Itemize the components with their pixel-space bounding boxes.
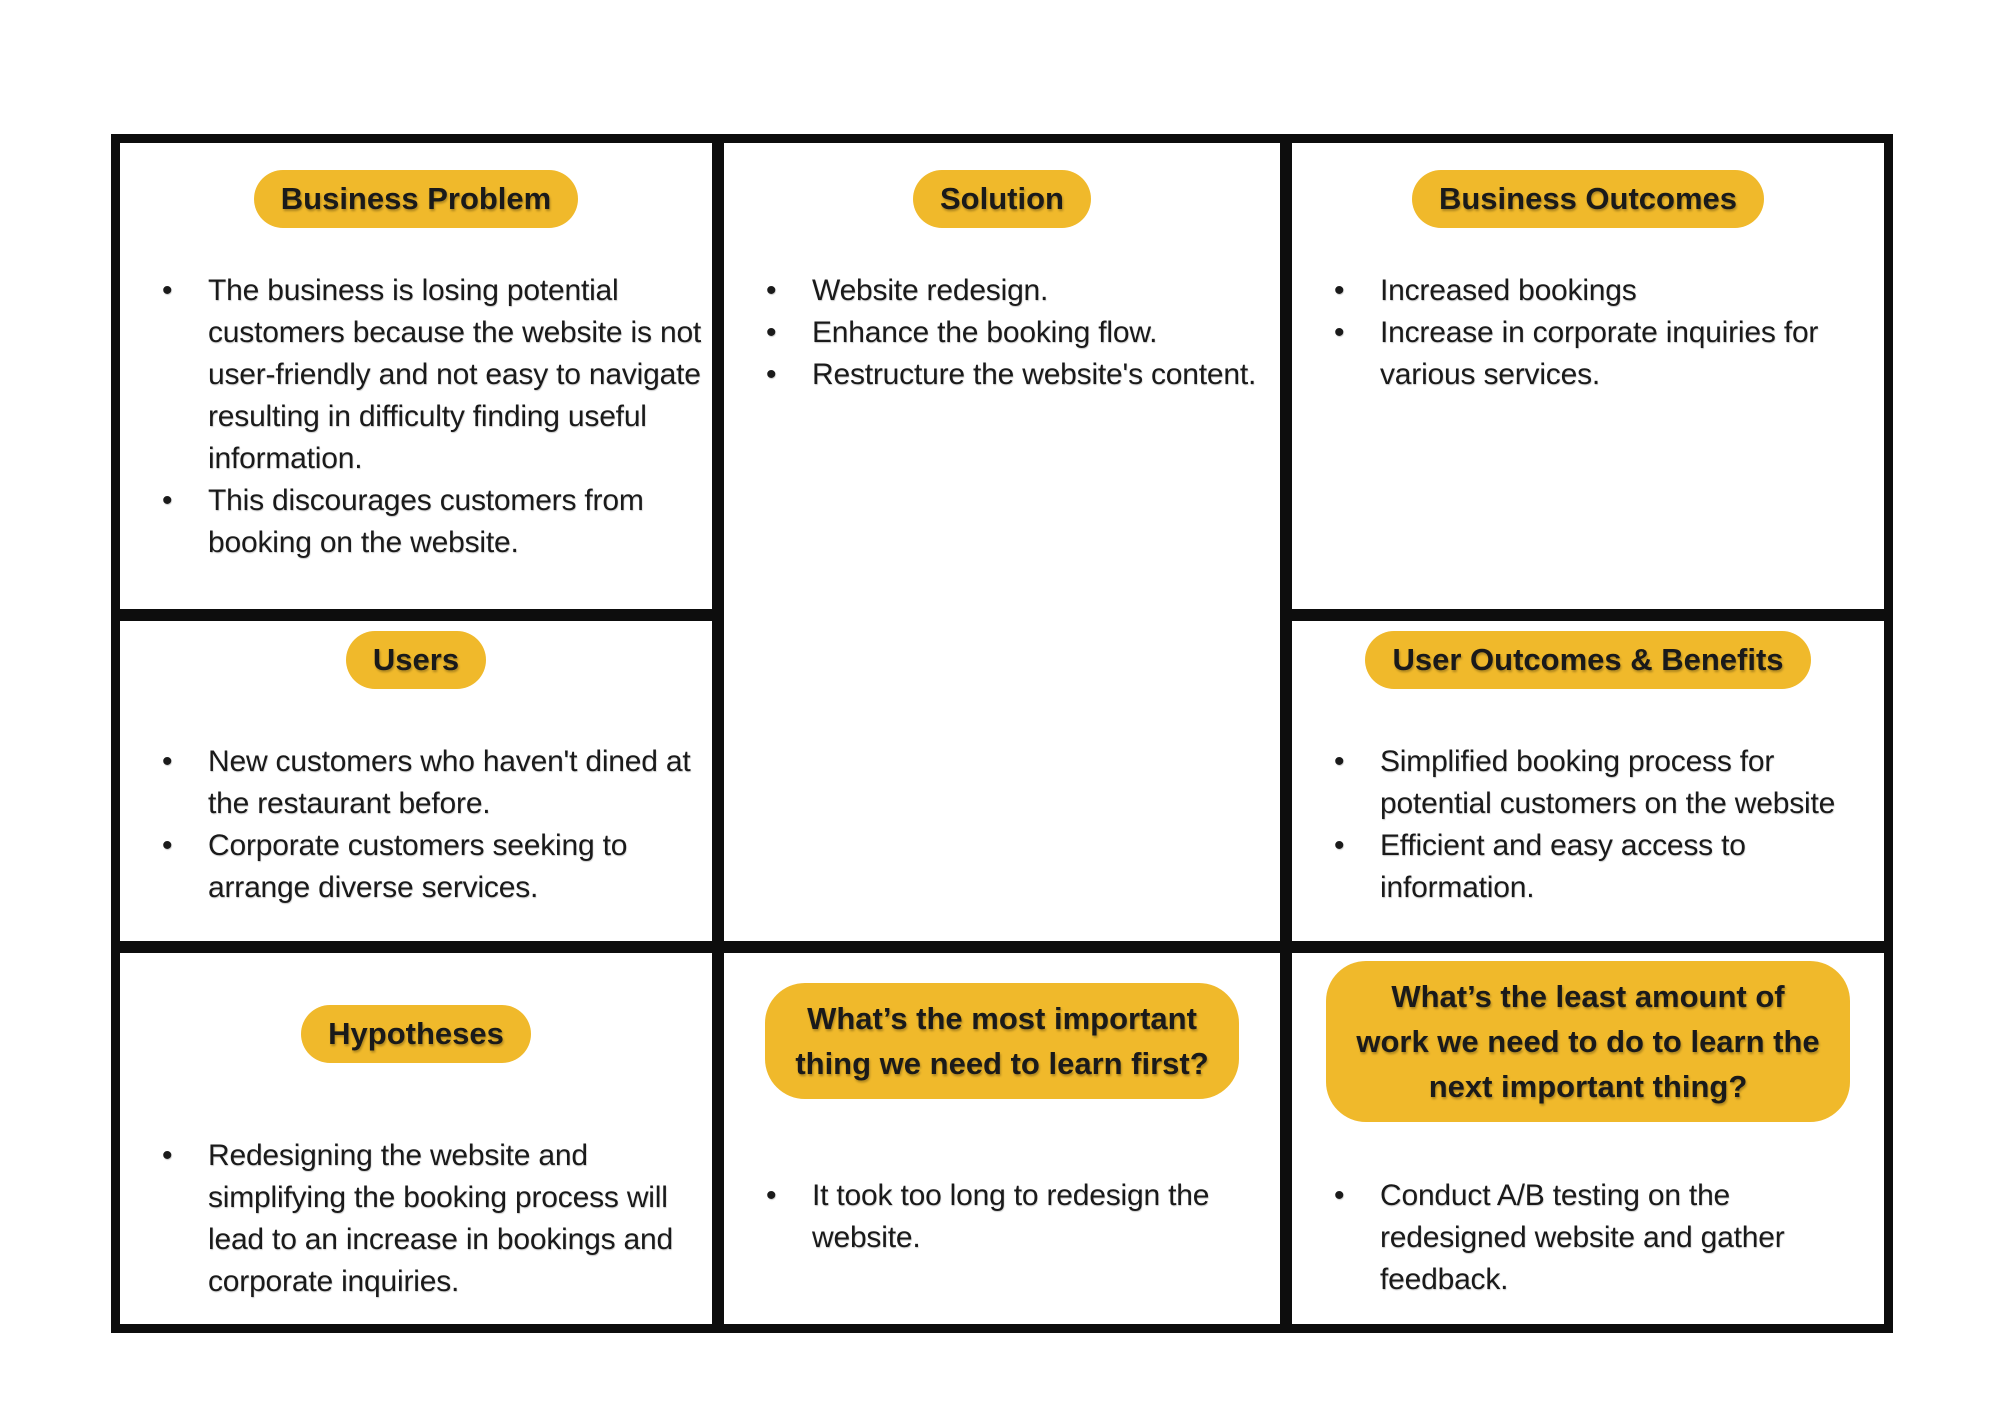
cell-hypotheses: Hypotheses Redesigning the website and s… bbox=[120, 953, 712, 1324]
business-problem-bullets: The business is losing potential custome… bbox=[158, 270, 702, 564]
bullet-item: Redesigning the website and simplifying … bbox=[158, 1135, 702, 1303]
cell-business-problem: Business Problem The business is losing … bbox=[120, 143, 712, 609]
cell-least-work-next: What’s the least amount of work we need … bbox=[1292, 953, 1884, 1324]
most-important-learning-bullets: It took too long to redesign the website… bbox=[762, 1175, 1270, 1259]
cell-users: Users New customers who haven't dined at… bbox=[120, 621, 712, 941]
business-problem-badge: Business Problem bbox=[253, 170, 579, 228]
least-work-next-badge: What’s the least amount of work we need … bbox=[1326, 961, 1850, 1122]
business-outcomes-badge: Business Outcomes bbox=[1411, 170, 1765, 228]
bullet-item: Increased bookings bbox=[1330, 270, 1874, 312]
bullet-item: Conduct A/B testing on the redesigned we… bbox=[1330, 1175, 1874, 1301]
users-badge: Users bbox=[345, 631, 487, 689]
users-body: New customers who haven't dined at the r… bbox=[120, 741, 712, 909]
user-outcomes-benefits-badge: User Outcomes & Benefits bbox=[1365, 631, 1811, 689]
bullet-item: Enhance the booking flow. bbox=[762, 312, 1270, 354]
bullet-item: New customers who haven't dined at the r… bbox=[158, 741, 702, 825]
bullet-item: Simplified booking process for potential… bbox=[1330, 741, 1874, 825]
bullet-item: Increase in corporate inquiries for vari… bbox=[1330, 312, 1874, 396]
least-work-next-badge-line: What’s the least amount of bbox=[1391, 979, 1785, 1014]
cell-user-outcomes-benefits: User Outcomes & Benefits Simplified book… bbox=[1292, 621, 1884, 941]
user-outcomes-benefits-body: Simplified booking process for potential… bbox=[1292, 741, 1884, 909]
least-work-next-badge-line: work we need to do to learn the bbox=[1356, 1024, 1820, 1059]
hypotheses-body: Redesigning the website and simplifying … bbox=[120, 1135, 712, 1303]
bullet-item: This discourages customers from booking … bbox=[158, 480, 702, 564]
most-important-learning-badge-line: What’s the most important bbox=[807, 1001, 1197, 1036]
bullet-item: Efficient and easy access to information… bbox=[1330, 825, 1874, 909]
business-outcomes-bullets: Increased bookingsIncrease in corporate … bbox=[1330, 270, 1874, 396]
business-outcomes-body: Increased bookingsIncrease in corporate … bbox=[1292, 270, 1884, 396]
most-important-learning-badge: What’s the most important thing we need … bbox=[765, 983, 1239, 1099]
least-work-next-badge-line: next important thing? bbox=[1428, 1069, 1748, 1104]
bullet-item: Website redesign. bbox=[762, 270, 1270, 312]
cell-business-outcomes: Business Outcomes Increased bookingsIncr… bbox=[1292, 143, 1884, 609]
users-bullets: New customers who haven't dined at the r… bbox=[158, 741, 702, 909]
bullet-item: The business is losing potential custome… bbox=[158, 270, 702, 480]
lean-ux-canvas-grid: Business Problem The business is losing … bbox=[111, 134, 1893, 1333]
least-work-next-body: Conduct A/B testing on the redesigned we… bbox=[1292, 1175, 1884, 1301]
cell-most-important-learning: What’s the most important thing we need … bbox=[724, 953, 1280, 1324]
solution-body: Website redesign.Enhance the booking flo… bbox=[724, 270, 1280, 396]
solution-bullets: Website redesign.Enhance the booking flo… bbox=[762, 270, 1270, 396]
solution-badge: Solution bbox=[913, 170, 1091, 228]
least-work-next-bullets: Conduct A/B testing on the redesigned we… bbox=[1330, 1175, 1874, 1301]
user-outcomes-benefits-bullets: Simplified booking process for potential… bbox=[1330, 741, 1874, 909]
bullet-item: Corporate customers seeking to arrange d… bbox=[158, 825, 702, 909]
most-important-learning-badge-line: thing we need to learn first? bbox=[795, 1046, 1209, 1081]
cell-solution: Solution Website redesign.Enhance the bo… bbox=[724, 143, 1280, 941]
bullet-item: It took too long to redesign the website… bbox=[762, 1175, 1270, 1259]
most-important-learning-body: It took too long to redesign the website… bbox=[724, 1175, 1280, 1259]
hypotheses-bullets: Redesigning the website and simplifying … bbox=[158, 1135, 702, 1303]
bullet-item: Restructure the website's content. bbox=[762, 354, 1270, 396]
hypotheses-badge: Hypotheses bbox=[301, 1005, 531, 1063]
business-problem-body: The business is losing potential custome… bbox=[120, 270, 712, 564]
